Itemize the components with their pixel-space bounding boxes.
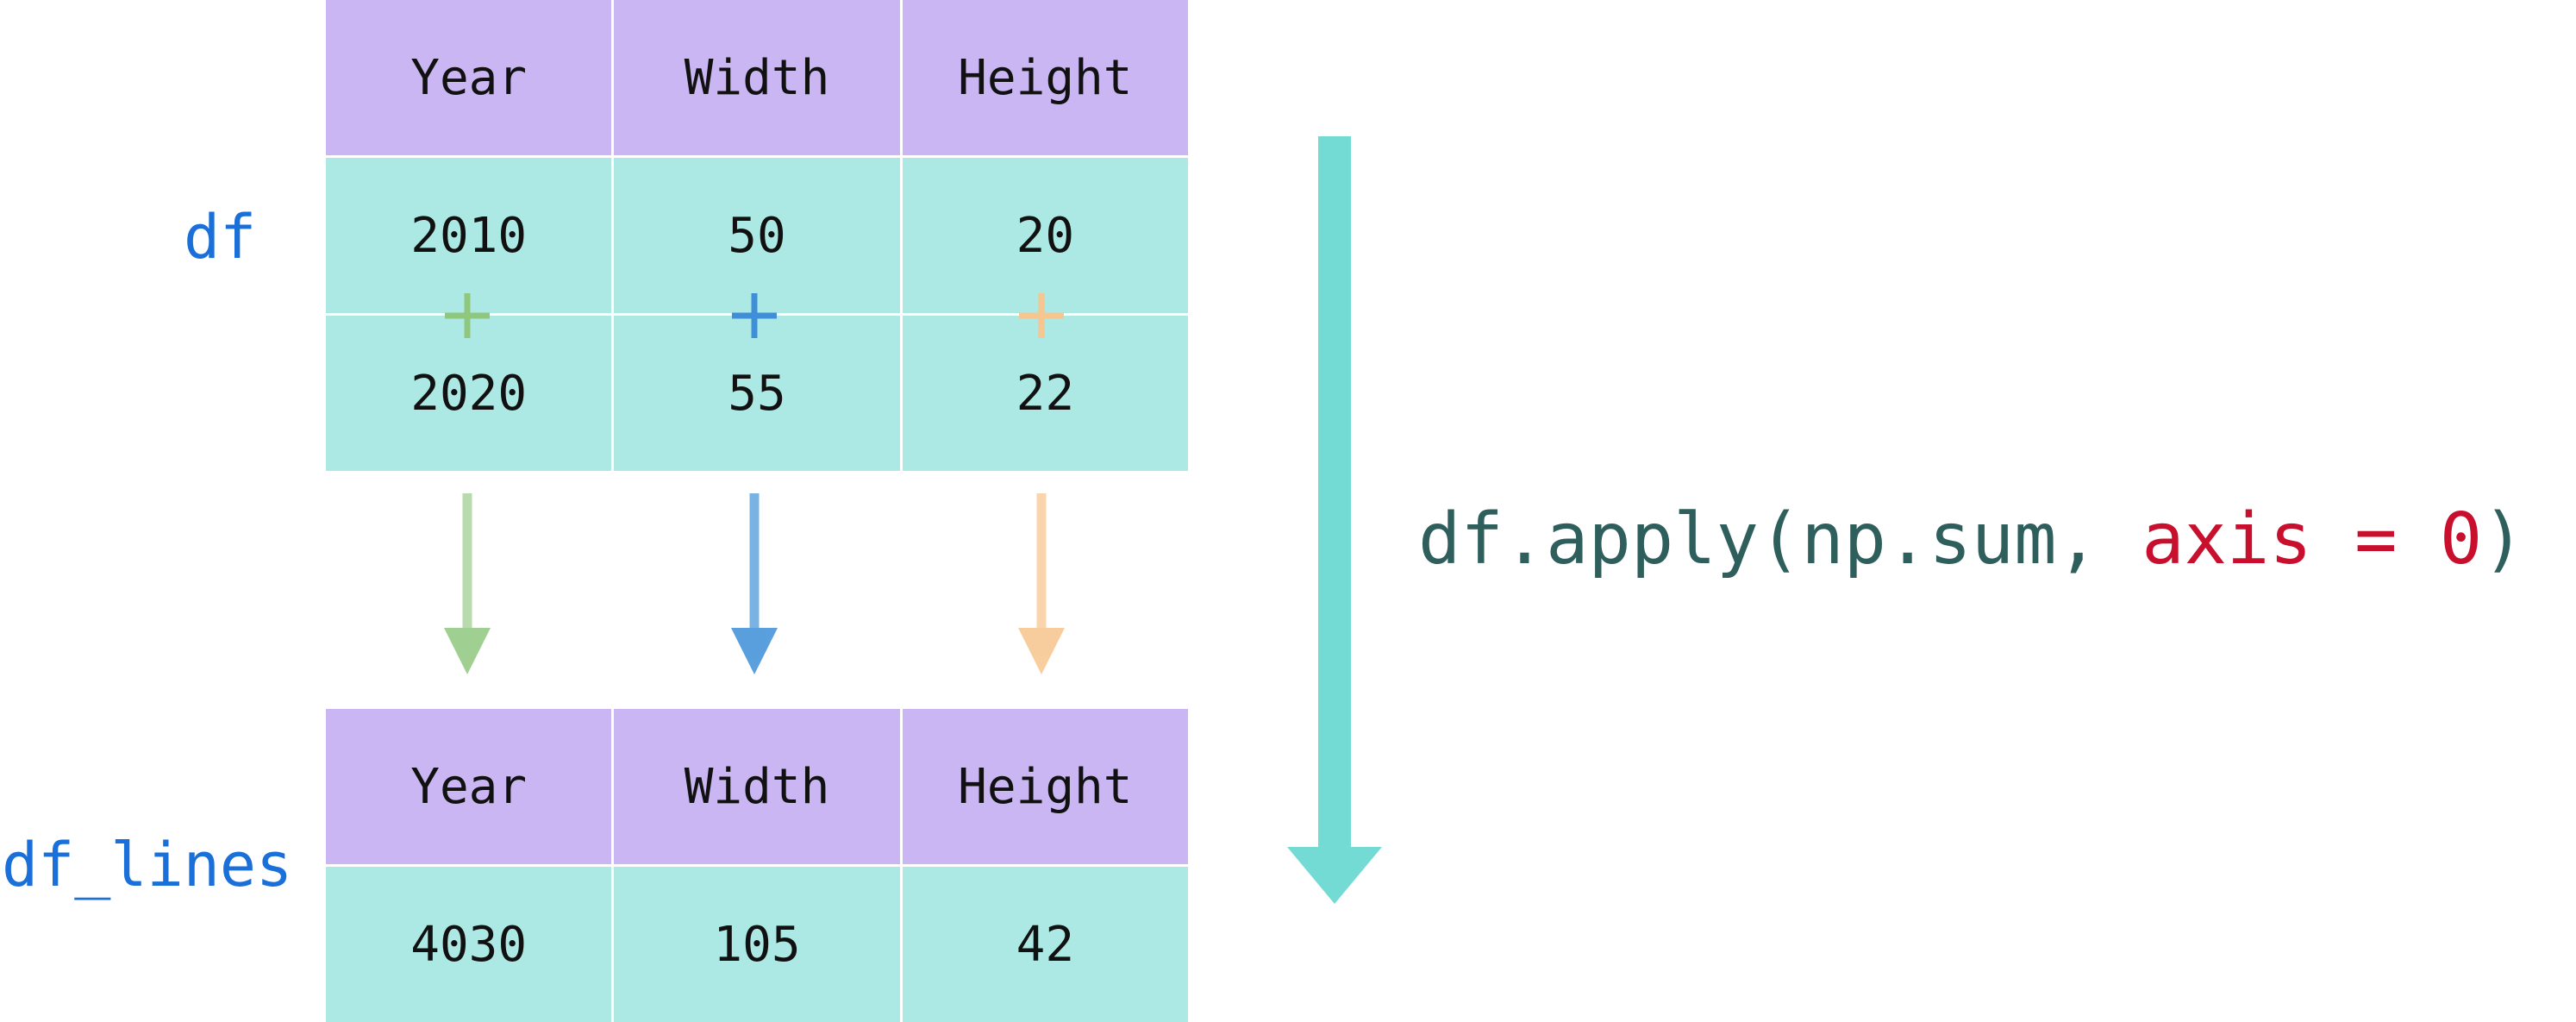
df-table: Year Width Height 2010 50 20 2020 55 22	[326, 0, 1188, 471]
code-axis-argument: axis = 0	[2141, 498, 2483, 580]
cell-width-row1: 50	[614, 158, 900, 313]
cell-height-row1: 20	[902, 158, 1188, 313]
arrow-down-height-icon	[1018, 493, 1065, 674]
header-year: Year	[326, 0, 612, 155]
plus-sign-year	[445, 293, 490, 338]
df-label: df	[184, 202, 257, 273]
code-prefix: df.apply(np.sum,	[1418, 498, 2142, 580]
df-lines-label: df_lines	[2, 830, 293, 900]
code-expression: df.apply(np.sum, axis = 0)	[1418, 505, 2525, 575]
plus-sign-width	[732, 293, 777, 338]
result-cell-year: 4030	[326, 867, 612, 1022]
result-header-width: Width	[614, 709, 900, 864]
arrow-down-year-icon	[444, 493, 491, 674]
cell-width-row2: 55	[614, 316, 900, 471]
header-height: Height	[902, 0, 1188, 155]
result-cell-height: 42	[902, 867, 1188, 1022]
header-width: Width	[614, 0, 900, 155]
plus-sign-height	[1019, 293, 1064, 338]
result-cell-width: 105	[614, 867, 900, 1022]
cell-year-row1: 2010	[326, 158, 612, 313]
cell-height-row2: 22	[902, 316, 1188, 471]
cell-year-row2: 2020	[326, 316, 612, 471]
result-header-height: Height	[902, 709, 1188, 864]
axis-0-arrow-icon	[1287, 136, 1382, 904]
df-lines-table: Year Width Height 4030 105 42	[326, 709, 1188, 1022]
arrow-down-width-icon	[731, 493, 778, 674]
code-suffix: )	[2482, 498, 2525, 580]
result-header-year: Year	[326, 709, 612, 864]
